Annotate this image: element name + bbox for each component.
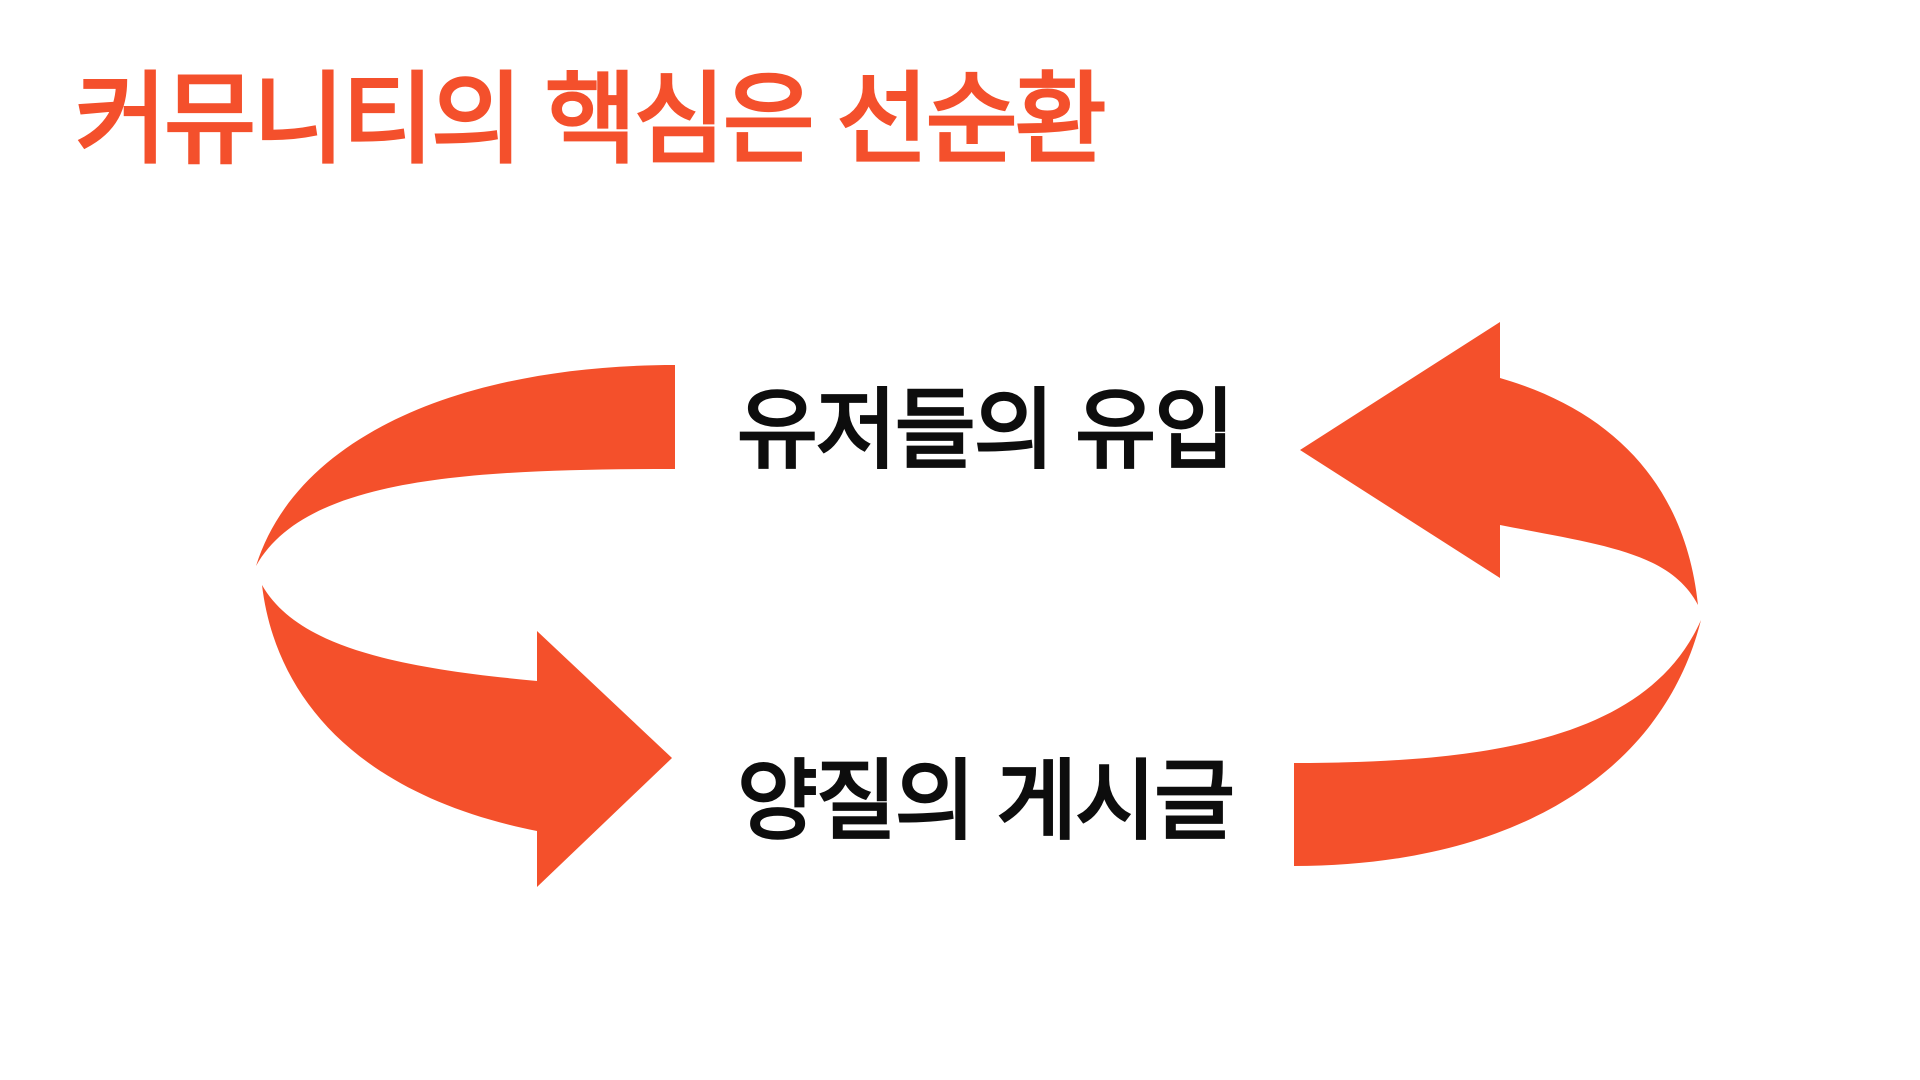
cycle-arrow-right-lower-band <box>1294 620 1701 866</box>
cycle-arrow-right-head <box>1300 322 1500 578</box>
cycle-arrow-left-lower-band <box>262 585 537 831</box>
cycle-arrow-left-upper-band <box>256 365 675 566</box>
cycle-arrow-right-upper-band <box>1500 378 1698 605</box>
cycle-label-user-inflow: 유저들의 유입 <box>736 380 1235 480</box>
cycle-arrow-left-head <box>537 631 672 887</box>
page-title: 커뮤니티의 핵심은 선순환 <box>75 64 1107 176</box>
cycle-label-quality-posts: 양질의 게시글 <box>736 751 1235 851</box>
